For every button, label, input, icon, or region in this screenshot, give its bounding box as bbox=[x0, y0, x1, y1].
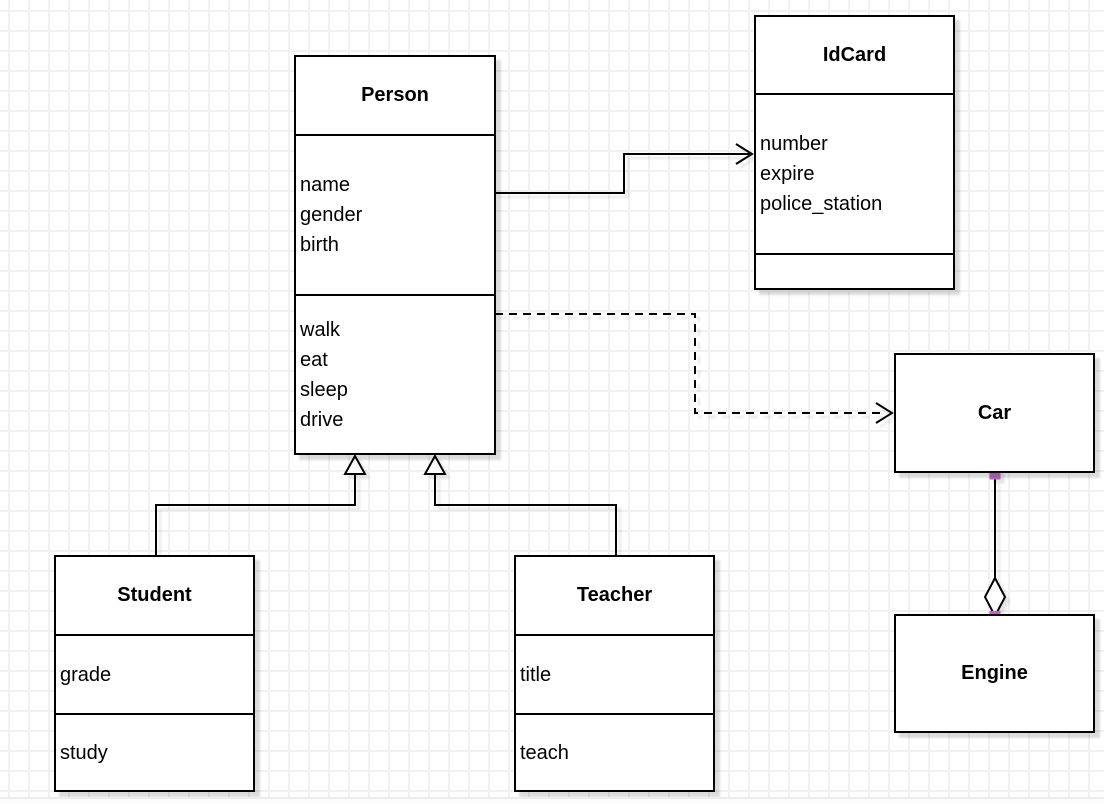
class-idcard[interactable]: IdCard number expire police_station bbox=[754, 15, 955, 290]
edge-aggregation-car-engine[interactable] bbox=[983, 468, 1007, 623]
dependency-line[interactable] bbox=[495, 313, 886, 414]
edge-dependency-person-car[interactable] bbox=[495, 313, 894, 424]
generalization-line[interactable] bbox=[434, 474, 617, 555]
attribute: birth bbox=[300, 234, 339, 256]
class-person[interactable]: Person name gender birth walk eat sleep … bbox=[294, 55, 496, 455]
method: eat bbox=[300, 348, 328, 371]
generalization-line[interactable] bbox=[155, 474, 356, 555]
attribute: police_station bbox=[760, 193, 883, 215]
attributes-compartment: number expire police_station bbox=[756, 93, 953, 253]
open-arrowhead-icon bbox=[735, 143, 754, 165]
attribute: name bbox=[300, 174, 351, 196]
methods-compartment: teach bbox=[516, 713, 713, 790]
method: walk bbox=[300, 318, 341, 341]
method: drive bbox=[300, 408, 344, 431]
connection-endpoint-marker[interactable] bbox=[989, 468, 1001, 480]
class-engine[interactable]: Engine bbox=[894, 614, 1095, 733]
class-title: Student bbox=[117, 584, 192, 606]
attribute: number bbox=[760, 133, 828, 155]
hollow-diamond-icon bbox=[983, 575, 1007, 619]
methods-compartment: walk eat sleep drive bbox=[296, 294, 494, 453]
method: teach bbox=[520, 741, 569, 764]
class-title: Engine bbox=[961, 662, 1028, 684]
canvas-bottom-edge bbox=[0, 797, 1104, 804]
open-arrowhead-icon bbox=[875, 402, 894, 424]
association-line[interactable] bbox=[495, 153, 750, 194]
attribute: grade bbox=[60, 663, 112, 686]
hollow-triangle-icon bbox=[343, 453, 367, 475]
edge-generalization-student-person[interactable] bbox=[155, 453, 367, 555]
method: sleep bbox=[300, 378, 348, 401]
class-title: Teacher bbox=[576, 584, 653, 606]
attributes-compartment: name gender birth bbox=[296, 134, 494, 294]
class-car[interactable]: Car bbox=[894, 353, 1095, 473]
hollow-triangle-icon bbox=[423, 453, 447, 475]
methods-compartment bbox=[756, 253, 953, 288]
method: study bbox=[60, 741, 108, 764]
class-title: IdCard bbox=[822, 43, 887, 66]
class-title: Car bbox=[977, 401, 1012, 424]
attribute: expire bbox=[760, 163, 815, 185]
attribute: title bbox=[520, 663, 552, 686]
attributes-compartment: title bbox=[516, 634, 713, 713]
attributes-compartment: grade bbox=[56, 634, 253, 713]
edge-generalization-teacher-person[interactable] bbox=[423, 453, 617, 555]
attribute: gender bbox=[300, 204, 363, 226]
methods-compartment: study bbox=[56, 713, 253, 790]
edge-association-person-idcard[interactable] bbox=[495, 143, 754, 194]
class-teacher[interactable]: Teacher title teach bbox=[514, 555, 715, 792]
class-student[interactable]: Student grade study bbox=[54, 555, 255, 792]
class-title: Person bbox=[361, 84, 429, 106]
